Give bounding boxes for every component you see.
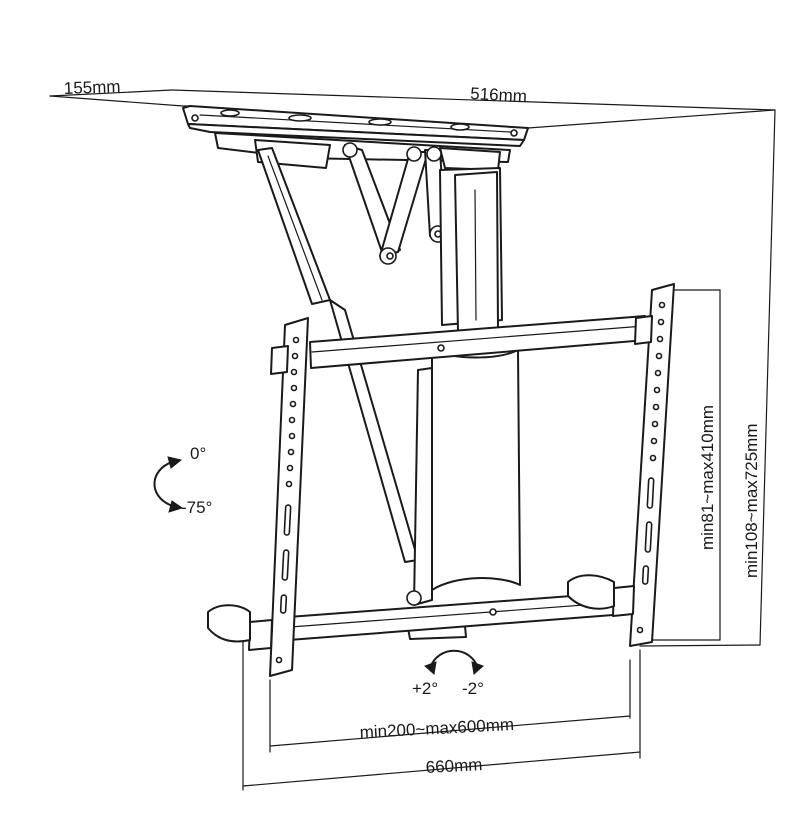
plate-slot (220, 109, 240, 117)
arrow-head-icon (471, 661, 484, 675)
left-bracket (207, 317, 309, 677)
level-adjust-indicator (424, 649, 484, 675)
arrow-head-icon (168, 500, 184, 513)
dim-horizontal-holes: min200~max600mm (359, 715, 514, 742)
plate-slot (368, 118, 392, 126)
plate-slot (450, 123, 470, 131)
arrow-head-icon (167, 456, 183, 469)
right-bracket (567, 283, 675, 647)
plate-slot (288, 114, 312, 122)
dimension-lines (49, 89, 776, 791)
dim-height-range: min108~max725mm (742, 424, 761, 579)
back-plate (406, 337, 523, 640)
tilt-upper-label: 0° (190, 444, 206, 463)
dim-overall-width: 660mm (425, 755, 483, 777)
dim-base-width: 516mm (470, 84, 528, 106)
tilt-lower-label: -75° (181, 498, 212, 517)
level-minus-label: -2° (462, 679, 484, 698)
level-plus-label: +2° (412, 679, 438, 698)
vertical-column (439, 167, 503, 333)
dim-vertical-holes: min81~max410mm (698, 405, 717, 550)
arrow-head-icon (424, 661, 437, 675)
scissor-linkage (342, 142, 447, 265)
tilt-indicator (153, 456, 184, 513)
dim-base-depth: 155mm (63, 77, 120, 98)
